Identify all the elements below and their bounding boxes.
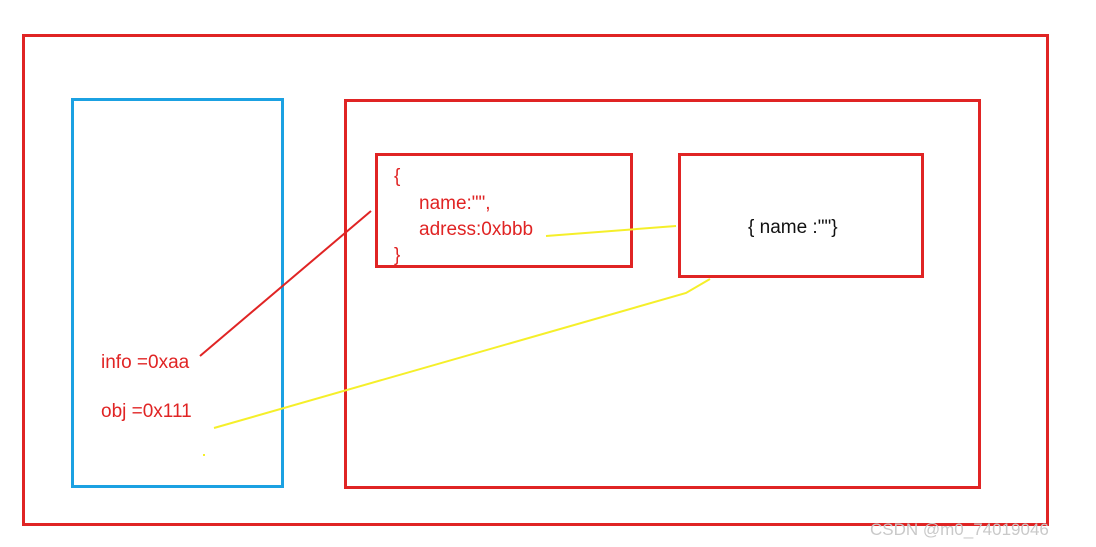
nested-object-text: { name :""} (748, 217, 838, 238)
obj-variable: obj =0x111 (101, 401, 192, 422)
heap-box (344, 99, 981, 489)
stack-box (71, 98, 284, 488)
name-property: name:"", (419, 193, 491, 214)
info-variable: info =0xaa (101, 352, 190, 373)
csdn-watermark: CSDN @m0_74019046 (870, 520, 1049, 539)
adress-pointer-line (545, 225, 677, 237)
info-object-box (375, 153, 633, 268)
outer-frame (22, 34, 1049, 526)
obj-pointer-line (213, 278, 711, 429)
open-brace: { (394, 166, 401, 187)
close-brace: } (394, 245, 401, 266)
adress-property: adress:0xbbb (419, 219, 534, 240)
nested-object-box (678, 153, 924, 278)
info-pointer-line (199, 210, 372, 357)
